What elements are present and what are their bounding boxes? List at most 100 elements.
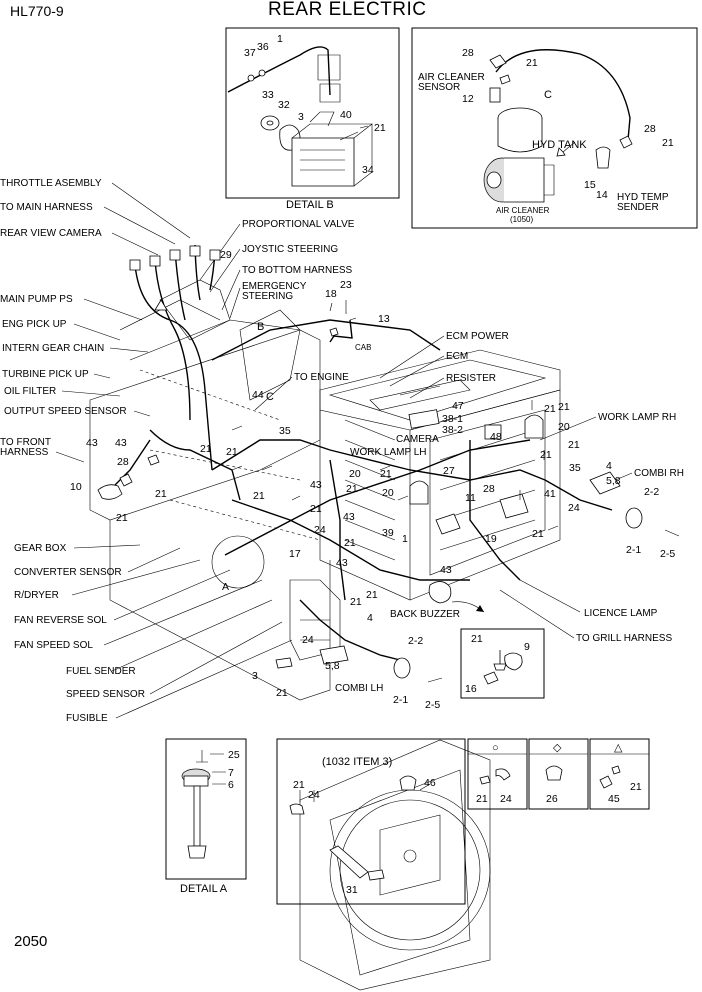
part-num: B: [257, 321, 264, 333]
part-num: 20: [349, 468, 361, 480]
part-num: 28: [117, 456, 129, 468]
detail-c: 28 21 AIR CLEANER SENSOR 12 C 28 HYD TAN…: [411, 27, 698, 229]
left-callouts: THROTTLE ASEMBLY TO MAIN HARNESS REAR VI…: [0, 178, 293, 724]
detail-buzzer-num: 16: [465, 683, 477, 695]
callout: OUTPUT SPEED SENSOR: [4, 406, 127, 417]
part-num: 11: [465, 492, 476, 504]
callout: THROTTLE ASEMBLY: [0, 178, 102, 189]
part-num: 20: [382, 487, 394, 499]
legend: ○ ◇ △ 21 24 26 21 45: [467, 738, 650, 810]
detail-c-label: SENSOR: [418, 82, 460, 93]
part-num: 21: [366, 589, 378, 601]
legend-num: 45: [608, 793, 620, 805]
callout: STEERING: [242, 291, 293, 302]
upper-callouts: PROPORTIONAL VALVE JOYSTIC STEERING TO B…: [199, 219, 684, 694]
part-num: 44: [252, 389, 264, 401]
legend-num: 21: [476, 793, 488, 805]
part-num: 21: [568, 439, 580, 451]
part-num: 43: [310, 479, 322, 491]
harness: [114, 244, 613, 661]
part-num: 47: [452, 400, 464, 412]
legend-num: 21: [630, 781, 642, 793]
part-num: 21: [544, 403, 556, 415]
callout: FAN SPEED SOL: [14, 640, 93, 651]
detail-a-caption: DETAIL A: [180, 883, 228, 895]
detail-buzzer-num: 21: [471, 633, 483, 645]
page-title: REAR ELECTRIC: [268, 0, 427, 20]
callout: OIL FILTER: [4, 386, 56, 397]
detail-c-num: 28: [462, 47, 474, 59]
callout: ECM: [446, 351, 468, 362]
callout: WORK LAMP RH: [598, 412, 676, 423]
part-num: 24: [302, 634, 314, 646]
detail-1032-caption: (1032 ITEM 3): [322, 756, 392, 768]
part-num: 5,8: [325, 660, 340, 672]
part-num: 21: [253, 490, 265, 502]
legend-diamond-icon: ◇: [553, 742, 562, 754]
part-num: 4: [367, 612, 373, 624]
legend-num: 26: [546, 793, 558, 805]
part-num: 28: [483, 483, 495, 495]
detail-a-num: 7: [228, 767, 234, 779]
callout: FUSIBLE: [66, 713, 108, 724]
part-num: 43: [440, 564, 452, 576]
callout: COMBI RH: [634, 468, 684, 479]
callout: INTERN GEAR CHAIN: [2, 343, 104, 354]
callout: ENG PICK UP: [2, 319, 67, 330]
detail-a-num: 6: [228, 779, 234, 791]
callout: EMERGENCY: [242, 281, 307, 292]
part-num: 38-1: [442, 413, 463, 425]
part-num: 21: [540, 449, 552, 461]
part-num: 35: [569, 462, 581, 474]
detail-a-num: 25: [228, 749, 240, 761]
callout: R/DRYER: [14, 590, 59, 601]
callout: TO BOTTOM HARNESS: [242, 265, 353, 276]
callout: GEAR BOX: [14, 543, 67, 554]
callout: MAIN PUMP PS: [0, 294, 73, 305]
detail-c-label: AIR CLEANER: [418, 72, 485, 83]
part-num: 13: [378, 313, 390, 325]
model-number: HL770-9: [10, 3, 64, 19]
part-num: 2-1: [626, 544, 641, 556]
legend-num: 24: [500, 793, 512, 805]
part-num: 2-2: [408, 635, 423, 647]
detail-c-num: 28: [644, 123, 656, 135]
part-num: 21: [200, 443, 212, 455]
detail-c-label: AIR CLEANER: [496, 206, 550, 215]
callout: REAR VIEW CAMERA: [0, 228, 102, 239]
part-num: 38-2: [442, 424, 463, 436]
callout: HARNESS: [0, 447, 49, 458]
part-num: 5,8: [606, 475, 621, 487]
part-num: 41: [544, 488, 556, 500]
part-num: C: [266, 391, 274, 403]
detail-c-label: (1050): [510, 215, 533, 224]
legend-triangle-icon: △: [614, 742, 623, 754]
part-num: 23: [340, 279, 352, 291]
detail-c-num: 21: [526, 57, 538, 69]
part-num: 21: [310, 503, 322, 515]
part-num: 2-5: [425, 699, 440, 711]
detail-b-num: 1: [277, 33, 283, 45]
callout: PROPORTIONAL VALVE: [242, 219, 355, 230]
detail-b-num: 36: [257, 41, 269, 53]
detail-c-label: C: [544, 89, 552, 101]
part-num: 1: [402, 533, 408, 545]
callout: TURBINE PICK UP: [2, 369, 89, 380]
detail-c-num: 21: [662, 137, 674, 149]
detail-b-num: 34: [362, 164, 374, 176]
part-num: 21: [344, 537, 356, 549]
callout: LICENCE LAMP: [584, 608, 658, 619]
part-num: 21: [276, 687, 288, 699]
part-num: 19: [485, 533, 497, 545]
part-num: 21: [116, 512, 128, 524]
part-num: 24: [568, 502, 580, 514]
part-num: 2-5: [660, 548, 675, 560]
detail-1032-num: 31: [346, 884, 358, 896]
detail-buzzer: 21 9 16: [460, 628, 545, 699]
legend-circle-icon: ○: [492, 742, 499, 754]
part-num: 24: [314, 524, 326, 536]
part-num: 3: [252, 670, 258, 682]
callout: CAMERA: [396, 434, 439, 445]
callout: TO FRONT: [0, 437, 51, 448]
